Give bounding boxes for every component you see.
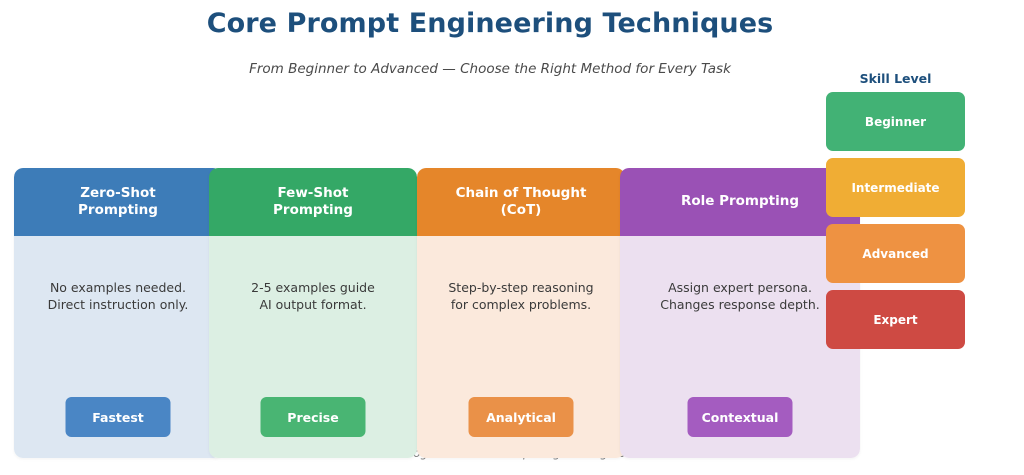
card-description: Step-by-step reasoning for complex probl… <box>417 280 625 314</box>
technique-card-zero-shot[interactable]: Zero-Shot Prompting No examples needed. … <box>14 168 222 458</box>
card-title-line2: Prompting <box>273 202 353 218</box>
card-badge[interactable]: Analytical <box>468 397 574 437</box>
card-description: Assign expert persona. Changes response … <box>620 280 860 314</box>
technique-card-role-prompting[interactable]: Role Prompting Assign expert persona. Ch… <box>620 168 860 458</box>
legend-item-advanced[interactable]: Advanced <box>826 224 965 283</box>
card-title-line2: (CoT) <box>500 202 542 218</box>
card-description-line2: Changes response depth. <box>660 296 820 312</box>
technique-card-chain-of-thought[interactable]: Chain of Thought (CoT) Step-by-step reas… <box>417 168 625 458</box>
card-description: 2-5 examples guide AI output format. <box>209 280 417 314</box>
technique-card-few-shot[interactable]: Few-Shot Prompting 2-5 examples guide AI… <box>209 168 417 458</box>
legend-title: Skill Level <box>859 71 932 86</box>
card-title-line1: Chain of Thought <box>455 184 587 201</box>
card-description-line2: Direct instruction only. <box>47 296 189 312</box>
card-title: Few-Shot Prompting <box>273 185 353 220</box>
card-body: Assign expert persona. Changes response … <box>620 236 860 458</box>
card-description-line1: No examples needed. <box>49 280 187 295</box>
card-description-line2: AI output format. <box>259 296 367 312</box>
legend-item-expert[interactable]: Expert <box>826 290 965 349</box>
card-body: Step-by-step reasoning for complex probl… <box>417 236 625 458</box>
card-title-line1: Zero-Shot <box>80 184 156 201</box>
card-header: Zero-Shot Prompting <box>14 168 222 236</box>
legend-item-beginner[interactable]: Beginner <box>826 92 965 151</box>
card-description-line1: 2-5 examples guide <box>251 280 375 295</box>
card-header: Few-Shot Prompting <box>209 168 417 236</box>
page-title: Core Prompt Engineering Techniques <box>206 8 774 39</box>
card-header: Role Prompting <box>620 168 860 236</box>
card-title-line1: Few-Shot <box>277 184 349 201</box>
card-body: 2-5 examples guide AI output format. Pre… <box>209 236 417 458</box>
card-description-line1: Assign expert persona. <box>668 280 812 295</box>
card-title: Zero-Shot Prompting <box>78 185 158 220</box>
card-badge[interactable]: Fastest <box>65 397 171 437</box>
card-description-line2: for complex problems. <box>450 296 592 312</box>
legend-item-intermediate[interactable]: Intermediate <box>826 158 965 217</box>
card-header: Chain of Thought (CoT) <box>417 168 625 236</box>
card-body: No examples needed. Direct instruction o… <box>14 236 222 458</box>
card-badge[interactable]: Precise <box>260 397 366 437</box>
card-title-line1: Role Prompting <box>680 193 800 210</box>
card-title: Chain of Thought (CoT) <box>456 185 587 220</box>
card-title: Role Prompting <box>681 193 799 210</box>
card-description: No examples needed. Direct instruction o… <box>14 280 222 314</box>
card-title-line2: Prompting <box>78 202 158 218</box>
page-subtitle: From Beginner to Advanced — Choose the R… <box>249 61 731 77</box>
card-description-line1: Step-by-step reasoning <box>448 280 594 295</box>
card-badge[interactable]: Contextual <box>687 397 793 437</box>
